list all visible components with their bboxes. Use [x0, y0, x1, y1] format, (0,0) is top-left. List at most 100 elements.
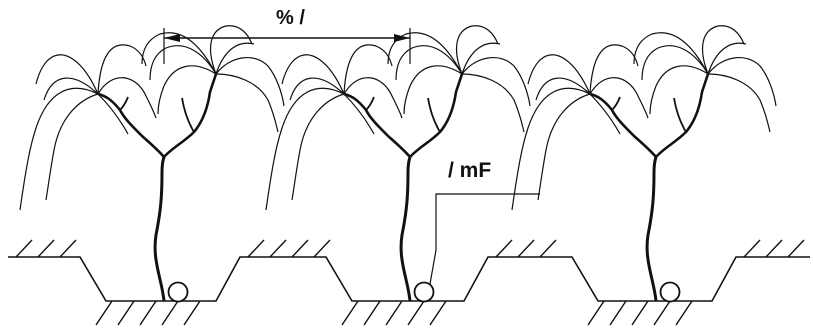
plant-frond	[289, 77, 345, 101]
plant-frond	[215, 57, 285, 107]
furrow-hatch-mark	[587, 300, 605, 326]
furrow-hatch-mark	[183, 300, 201, 326]
surface-hatch-mark	[495, 239, 513, 258]
plant-branch-twig	[673, 97, 687, 133]
plant-frond	[97, 44, 147, 95]
emitter-tube-circle	[659, 281, 681, 303]
plant-frond	[461, 42, 501, 75]
dimension-arrowhead-right	[394, 34, 410, 42]
plant-frond	[35, 54, 99, 95]
plant-frond	[589, 77, 649, 119]
plant-frond	[209, 25, 253, 75]
surface-hatch-mark	[291, 239, 309, 258]
furrow-hatch-mark	[609, 300, 627, 326]
plant-frond	[43, 77, 99, 101]
plant-frond	[343, 77, 403, 119]
surface-hatch-mark	[765, 239, 783, 258]
emitter-tube-circle	[413, 281, 435, 303]
emitter-leader-polyline	[429, 193, 540, 285]
plant-frond	[649, 65, 709, 115]
plant-frond	[387, 32, 463, 75]
plant-frond	[403, 65, 463, 115]
plant	[19, 25, 285, 302]
plant-frond	[461, 73, 525, 133]
surface-hatch-mark	[743, 239, 761, 258]
plant-branch-twig	[611, 96, 621, 111]
surface-hatch-mark	[539, 239, 557, 258]
furrow-hatch-mark	[139, 300, 157, 326]
plant-frond	[291, 93, 345, 201]
plant-branch-right	[163, 73, 218, 158]
plant-trunk	[645, 156, 658, 302]
furrow-hatch-mark	[653, 300, 671, 326]
surface-hatch-mark	[37, 239, 55, 258]
surface-hatch-mark	[247, 239, 265, 258]
plant-branch-twig	[365, 96, 375, 111]
plant-frond	[265, 87, 345, 211]
plant	[265, 25, 531, 302]
furrow-hatch-mark	[631, 300, 649, 326]
surface-hatch-mark	[59, 239, 77, 258]
furrow-hatch-mark	[385, 300, 403, 326]
plant	[511, 25, 777, 302]
plant-frond	[707, 57, 777, 107]
plant-frond	[343, 93, 375, 135]
plant-frond	[527, 54, 591, 95]
plant-frond	[45, 93, 99, 201]
surface-hatch-mark	[269, 239, 287, 258]
plant-frond	[281, 54, 345, 95]
plant-frond	[633, 32, 709, 75]
dimension-arrowhead-left	[164, 34, 180, 42]
plant-frond	[589, 44, 639, 95]
furrow-hatch-mark	[95, 300, 113, 326]
plant-frond	[707, 42, 747, 75]
plant-frond	[215, 73, 279, 133]
plant-frond	[707, 73, 771, 133]
plant-frond	[589, 93, 621, 135]
plants-group	[19, 25, 777, 302]
surface-hatch-mark	[517, 239, 535, 258]
furrow-hatch-mark	[161, 300, 179, 326]
plant-branch-twig	[119, 96, 129, 111]
furrow-hatch-mark	[429, 300, 447, 326]
plant-branch-left	[343, 92, 411, 158]
emitters-group	[167, 281, 681, 303]
surface-hatch-mark	[313, 239, 331, 258]
plant-frond	[535, 77, 591, 101]
emitter-tube-circle	[167, 281, 189, 303]
ground-surface-line	[8, 256, 810, 302]
surface-hatch-mark	[15, 239, 33, 258]
plant-frond	[97, 93, 129, 135]
plant-branch-twig	[181, 97, 195, 133]
furrow-hatch-mark	[407, 300, 425, 326]
plant-frond	[97, 77, 157, 119]
plant-frond	[157, 65, 217, 115]
emitter-flow-label: / mF	[448, 159, 492, 182]
furrow-hatch-mark	[341, 300, 359, 326]
plant-frond	[537, 93, 591, 201]
plant-spacing-dimension	[163, 28, 411, 64]
plant-branch-left	[589, 92, 657, 158]
emitter-leader-line	[429, 193, 540, 285]
plant-frond	[19, 87, 99, 211]
plant-spacing-label: % /	[276, 7, 305, 29]
furrow-hatch-mark	[363, 300, 381, 326]
plant-frond	[701, 25, 745, 75]
plant-trunk	[399, 156, 412, 302]
furrow-hatch-mark	[117, 300, 135, 326]
plant-frond	[511, 87, 591, 211]
plant-frond	[149, 45, 217, 81]
plant-branch-right	[409, 73, 464, 158]
plant-frond	[395, 45, 463, 81]
plant-frond	[343, 44, 393, 95]
furrow-hatch-mark	[675, 300, 693, 326]
plant-branch-twig	[427, 97, 441, 133]
plant-frond	[455, 25, 499, 75]
plant-frond	[461, 57, 531, 107]
plant-frond	[141, 32, 217, 75]
ground-profile	[8, 239, 810, 326]
plant-trunk	[153, 156, 166, 302]
plant-branch-left	[97, 92, 165, 158]
plant-frond	[215, 42, 255, 75]
plant-frond	[641, 45, 709, 81]
